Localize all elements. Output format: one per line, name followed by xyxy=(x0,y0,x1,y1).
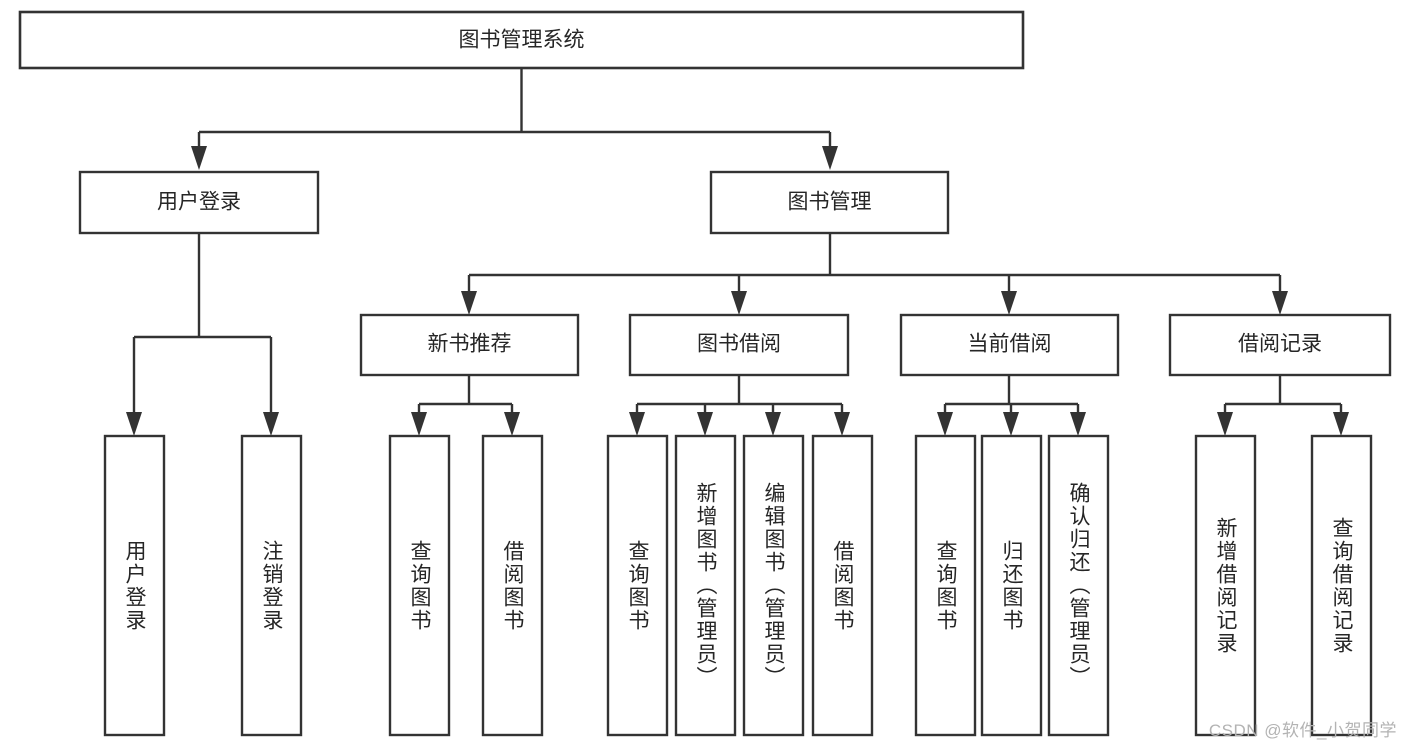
arrow-head-bookborrow-2 xyxy=(697,412,713,436)
arrow-head-currentborrow-2 xyxy=(1003,412,1019,436)
node-current-borrow-label: 当前借阅 xyxy=(968,333,1052,356)
node-book-manage-box[interactable] xyxy=(709,170,950,235)
leaf-box-user-login-1[interactable] xyxy=(240,434,303,737)
node-user-login-label: 用户登录 xyxy=(157,191,241,214)
connectors-root-to-level2 xyxy=(191,68,838,170)
arrow-head-bookmanage-1 xyxy=(461,291,477,315)
leaf-box-new-book-0[interactable] xyxy=(388,434,451,737)
arrow-head-bookmanage-3 xyxy=(1001,291,1017,315)
leaf-box-user-login-0[interactable] xyxy=(103,434,166,737)
arrow-head-bookmanage-4 xyxy=(1272,291,1288,315)
node-root-label: 图书管理系统 xyxy=(459,29,585,52)
leaf-box-book-borrow-3[interactable] xyxy=(811,434,874,737)
leaf-boxes-new-book xyxy=(388,434,544,737)
connectors-new-book xyxy=(411,375,520,436)
arrow-head-bookmanage-2 xyxy=(731,291,747,315)
leaf-box-current-borrow-2[interactable] xyxy=(1047,434,1110,737)
node-new-book[interactable]: 新书推荐 xyxy=(359,313,580,377)
node-user-login-box[interactable] xyxy=(78,170,320,235)
connectors-book-borrow xyxy=(629,375,850,436)
node-book-borrow-box[interactable] xyxy=(628,313,850,377)
arrow-head-newbook-1 xyxy=(411,412,427,436)
leaf-boxes-book-borrow xyxy=(606,434,874,737)
node-book-borrow[interactable]: 图书借阅 xyxy=(628,313,850,377)
arrow-head-bookborrow-3 xyxy=(765,412,781,436)
leaf-boxes-user-login xyxy=(103,434,303,737)
arrow-head-currentborrow-1 xyxy=(937,412,953,436)
node-root[interactable]: 图书管理系统 xyxy=(18,10,1025,70)
leaf-box-current-borrow-1[interactable] xyxy=(980,434,1043,737)
arrow-head-borrowrecord-1 xyxy=(1217,412,1233,436)
leaf-box-new-book-1[interactable] xyxy=(481,434,544,737)
node-new-book-label: 新书推荐 xyxy=(428,333,512,356)
arrow-head-newbook-2 xyxy=(504,412,520,436)
node-borrow-record-label: 借阅记录 xyxy=(1238,333,1322,356)
arrow-head-root-1 xyxy=(191,146,207,170)
node-book-manage[interactable]: 图书管理 xyxy=(709,170,950,235)
connectors-book-manage-to-level3 xyxy=(461,233,1288,315)
leaf-boxes-borrow-record xyxy=(1194,434,1373,737)
leaf-boxes-current-borrow xyxy=(914,434,1110,737)
arrow-head-userlogin-1 xyxy=(126,412,142,436)
leaf-box-book-borrow-2[interactable] xyxy=(742,434,805,737)
node-borrow-record[interactable]: 借阅记录 xyxy=(1168,313,1392,377)
arrow-head-root-2 xyxy=(822,146,838,170)
csdn-watermark: CSDN @软件_小贺同学 xyxy=(1208,721,1397,740)
node-current-borrow-box[interactable] xyxy=(899,313,1120,377)
leaf-box-borrow-record-1[interactable] xyxy=(1310,434,1373,737)
arrow-head-bookborrow-1 xyxy=(629,412,645,436)
node-borrow-record-box[interactable] xyxy=(1168,313,1392,377)
arrow-head-bookborrow-4 xyxy=(834,412,850,436)
connectors-user-login xyxy=(126,233,279,436)
leaf-box-borrow-record-0[interactable] xyxy=(1194,434,1257,737)
leaf-box-book-borrow-0[interactable] xyxy=(606,434,669,737)
node-current-borrow[interactable]: 当前借阅 xyxy=(899,313,1120,377)
arrow-head-userlogin-2 xyxy=(263,412,279,436)
connectors-borrow-record xyxy=(1217,375,1349,436)
leaf-box-current-borrow-0[interactable] xyxy=(914,434,977,737)
leaf-box-book-borrow-1[interactable] xyxy=(674,434,737,737)
node-root-box[interactable] xyxy=(18,10,1025,70)
arrow-head-currentborrow-3 xyxy=(1070,412,1086,436)
connectors-current-borrow xyxy=(937,375,1086,436)
node-user-login[interactable]: 用户登录 xyxy=(78,170,320,235)
node-new-book-box[interactable] xyxy=(359,313,580,377)
arrow-head-borrowrecord-2 xyxy=(1333,412,1349,436)
node-book-borrow-label: 图书借阅 xyxy=(697,333,781,356)
node-book-manage-label: 图书管理 xyxy=(788,191,872,214)
